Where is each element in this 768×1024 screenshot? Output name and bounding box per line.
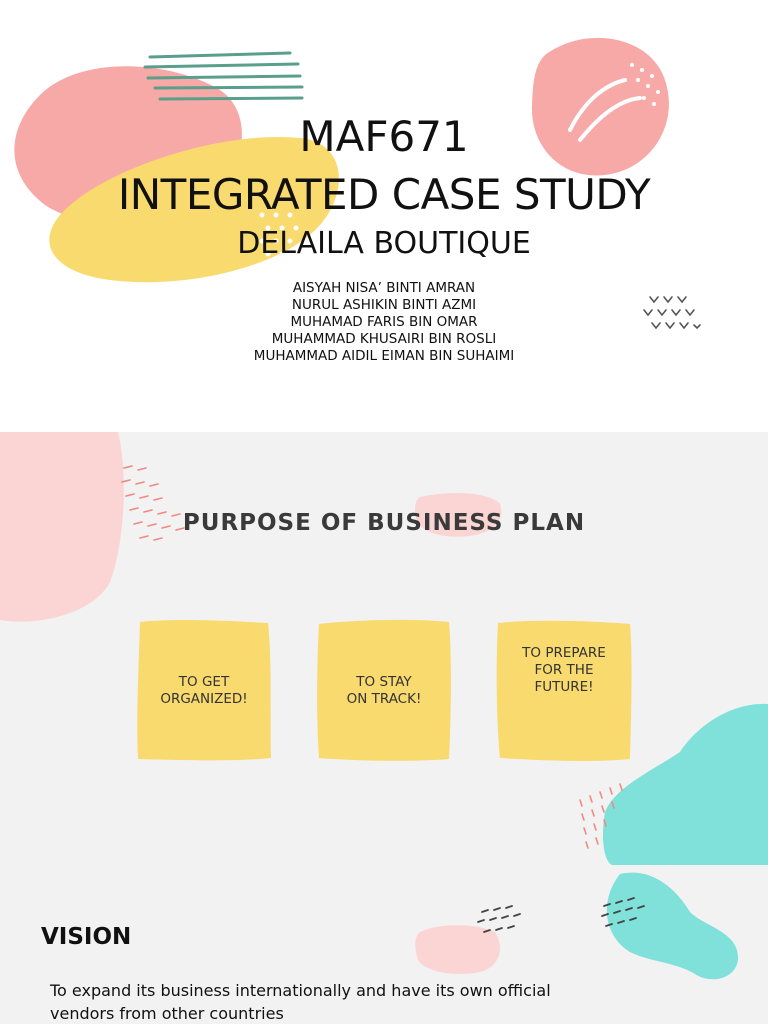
light-pink-blob [0, 432, 124, 622]
member-name: NURUL ASHIKIN BINTI AZMI [291, 297, 477, 313]
white-dots-pattern [259, 212, 299, 269]
card-label: TO GET ORGANIZED! [160, 673, 248, 707]
purpose-decoration [0, 432, 768, 980]
company-name: DELAILA BOUTIQUE [237, 226, 531, 261]
white-scribble [568, 78, 642, 142]
purpose-card-organized: TO GET ORGANIZED! [134, 618, 274, 763]
course-name: INTEGRATED CASE STUDY [117, 170, 651, 219]
yellow-brush-blob [49, 136, 339, 283]
vision-title: VISION [41, 924, 132, 950]
pink-dot-pattern [579, 783, 623, 849]
arrow-marks [643, 296, 701, 330]
member-name: MUHAMAD FARIS BIN OMAR [290, 314, 478, 330]
vision-text: To expand its business internationally a… [50, 981, 551, 1023]
white-dots-circle [630, 63, 660, 106]
pink-blob-bottom [415, 925, 500, 974]
course-code: MAF671 [299, 112, 469, 161]
pink-dash-pattern [121, 465, 185, 541]
yellow-brush-square [137, 620, 271, 761]
pink-brush-circle [531, 37, 669, 176]
member-name: MUHAMMAD AIDIL EIMAN BIN SUHAIMI [253, 348, 515, 364]
member-name: MUHAMMAD KHUSAIRI BIN ROSLI [271, 331, 497, 347]
purpose-card-future: TO PREPARE FOR THE FUTURE! [494, 618, 634, 763]
purpose-title: PURPOSE OF BUSINESS PLAN [182, 510, 586, 536]
member-list: AISYAH NISA’ BINTI AMRAN NURUL ASHIKIN B… [0, 280, 768, 365]
teal-blob-small [606, 872, 739, 980]
yellow-brush-square [496, 620, 632, 761]
cover-decoration [14, 37, 701, 330]
card-label: TO STAY ON TRACK! [346, 673, 422, 707]
pink-title-highlight [415, 492, 502, 537]
cover-slide: MAF671 INTEGRATED CASE STUDY DELAILA BOU… [0, 0, 768, 432]
member-name: AISYAH NISA’ BINTI AMRAN [292, 280, 476, 296]
teal-blob [602, 703, 768, 865]
purpose-card-on-track: TO STAY ON TRACK! [314, 618, 454, 763]
yellow-brush-square [317, 619, 451, 761]
purpose-slide: PURPOSE OF BUSINESS PLAN TO GET ORGANIZE… [0, 432, 768, 1024]
dark-dash-pattern-right [601, 897, 645, 927]
card-label: TO PREPARE FOR THE FUTURE! [522, 645, 606, 695]
dark-dash-pattern-middle [477, 905, 521, 933]
green-line-strokes [143, 51, 304, 101]
